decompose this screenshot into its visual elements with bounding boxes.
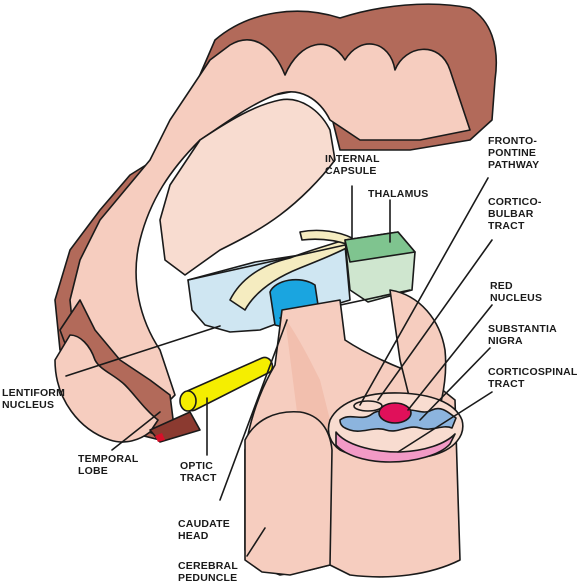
label-thalamus: THALAMUS [368, 188, 429, 200]
leader-lentiform [65, 325, 221, 377]
corticospinal-tract [335, 431, 456, 463]
leader-cerebral-peduncle [246, 527, 266, 557]
leader-corticospinal [397, 391, 493, 453]
leader-temporal-lobe [111, 411, 161, 451]
leader-frontopontine [359, 177, 489, 406]
leader-red-nucleus [407, 304, 493, 411]
red-nucleus [378, 402, 412, 424]
cortex-cut-face [69, 39, 471, 421]
leader-substantia-nigra [419, 347, 491, 421]
cerebral-peduncle [244, 410, 333, 576]
white-matter [159, 98, 336, 276]
leader-caudate-head [219, 319, 288, 501]
leader-corticobulbar [377, 239, 493, 401]
temporal-lobe [54, 334, 159, 443]
